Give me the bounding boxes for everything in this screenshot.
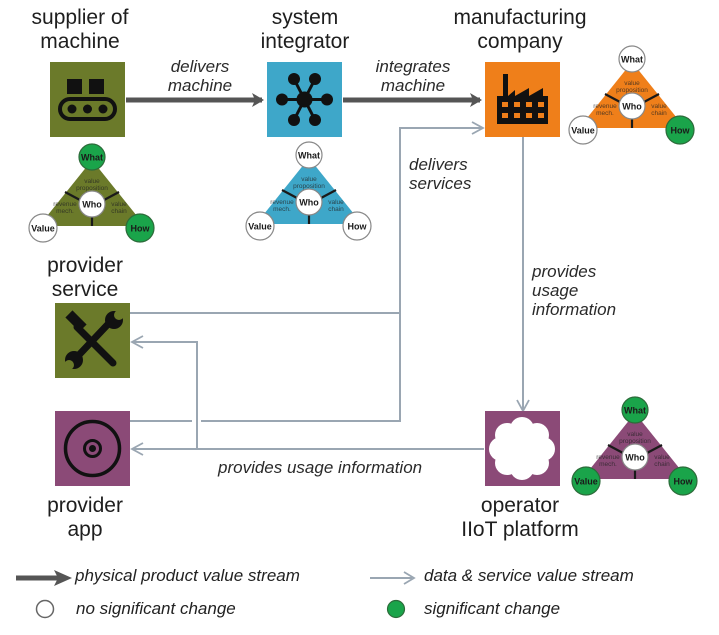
what-label: What (624, 405, 646, 415)
who-label: Who (625, 452, 645, 462)
value-chain-label: value (654, 454, 670, 461)
supplier-box[interactable] (50, 62, 125, 137)
arrow-app-to-manufacturer-2 (201, 313, 401, 422)
arrow-platform-to-service (130, 335, 198, 449)
legend-change-label: significant change (424, 599, 561, 618)
target-icon (63, 419, 122, 478)
value-chain-label: chain (111, 208, 127, 215)
integrator-box[interactable] (267, 62, 342, 137)
revenue-mechanism-label: revenue (596, 454, 620, 461)
app-box[interactable] (55, 411, 130, 486)
value-circle (568, 115, 598, 145)
tools-icon (64, 310, 124, 370)
value-circle (571, 466, 601, 496)
value-proposition-label: value (84, 178, 100, 185)
value-circle (245, 211, 275, 241)
triangle-graphic: valuepropositionrevenuemech.valuechainWh… (28, 143, 155, 243)
value-chain-label: value (328, 199, 344, 206)
legend-no-change-circle-icon (35, 599, 55, 619)
manufacturer-box[interactable] (485, 62, 560, 137)
how-circle (125, 213, 155, 243)
value-proposition-label: proposition (619, 438, 651, 445)
revenue-mechanism-label: revenue (53, 201, 77, 208)
revenue-mechanism-label: mech. (56, 208, 74, 215)
what-label: What (81, 152, 103, 162)
what-circle (621, 396, 649, 424)
legend-physical-label: physical product value stream (75, 566, 300, 585)
what-circle (295, 141, 323, 169)
how-label: How (671, 125, 691, 135)
arrow-service-to-manufacturer (130, 121, 485, 314)
service-box[interactable] (55, 303, 130, 378)
revenue-mechanism-label: mech. (273, 206, 291, 213)
value-chain-label: chain (328, 206, 344, 213)
who-circle (78, 190, 106, 218)
who-label: Who (299, 197, 319, 207)
who-label: Who (622, 101, 642, 111)
network-hub-icon (276, 73, 333, 126)
who-circle (621, 443, 649, 471)
legend-change-circle-icon (386, 599, 406, 619)
value-proposition-label: proposition (616, 87, 648, 94)
what-label: What (621, 54, 643, 64)
legend-data-label: data & service value stream (424, 566, 634, 585)
triangle-graphic: valuepropositionrevenuemech.valuechainWh… (568, 45, 695, 145)
how-label: How (674, 476, 694, 486)
how-label: How (348, 221, 368, 231)
what-label: What (298, 150, 320, 160)
what-circle (78, 143, 106, 171)
triangle-graphic: valuepropositionrevenuemech.valuechainWh… (571, 396, 698, 496)
revenue-mechanism-label: revenue (593, 103, 617, 110)
value-label: Value (31, 223, 55, 233)
how-circle (342, 211, 372, 241)
value-proposition-label: proposition (293, 183, 325, 190)
label-provides-usage-horizontal: provides usage information (218, 458, 423, 477)
value-chain-label: chain (651, 110, 667, 117)
how-circle (668, 466, 698, 496)
how-label: How (131, 223, 151, 233)
who-label: Who (82, 199, 102, 209)
revenue-mechanism-label: mech. (599, 461, 617, 468)
value-proposition-label: proposition (76, 185, 108, 192)
value-proposition-label: value (301, 176, 317, 183)
value-label: Value (571, 125, 595, 135)
factory-icon (497, 74, 548, 124)
legend-no-change-label: no significant change (76, 599, 236, 618)
cloud-icon (489, 417, 555, 480)
revenue-mechanism-label: mech. (596, 110, 614, 117)
triangle-graphic: valuepropositionrevenuemech.valuechainWh… (245, 141, 372, 241)
what-circle (618, 45, 646, 73)
value-proposition-label: value (627, 431, 643, 438)
value-label: Value (248, 221, 272, 231)
value-label: Value (574, 476, 598, 486)
who-circle (295, 188, 323, 216)
how-circle (665, 115, 695, 145)
revenue-mechanism-label: revenue (270, 199, 294, 206)
value-chain-label: value (111, 201, 127, 208)
value-chain-label: chain (654, 461, 670, 468)
value-circle (28, 213, 58, 243)
who-circle (618, 92, 646, 120)
value-proposition-label: value (624, 80, 640, 87)
value-chain-label: value (651, 103, 667, 110)
conveyor-icon (58, 79, 117, 121)
platform-box[interactable] (485, 411, 560, 486)
legend-data-arrow-icon (370, 571, 416, 585)
legend-physical-arrow-icon (16, 570, 72, 586)
